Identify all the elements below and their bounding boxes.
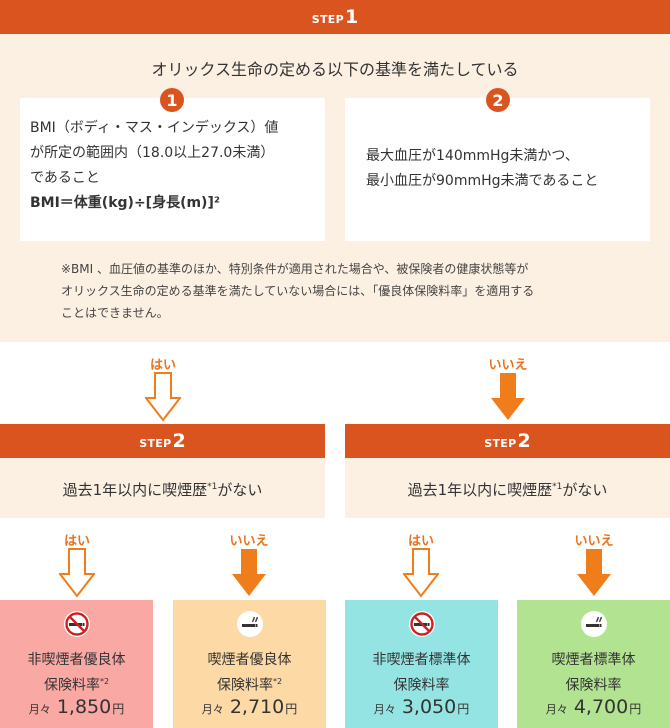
note-line: ※BMI 、血圧値の基準のほか、特別条件が適用された場合や、被保険者の健康状態等… xyxy=(61,262,529,276)
result-card: 喫煙者標準体 保険料率 月々 4,700円 xyxy=(517,600,670,728)
note-line: オリックス生命の定める基準を満たしていない場合には、「優良体保険料率」を適用する xyxy=(61,284,535,298)
smoking-icon xyxy=(580,611,607,637)
criterion-1-text: BMI（ボディ・マス・インデックス）値 が所定の範囲内（18.0以上27.0未満… xyxy=(30,116,278,216)
hollow-down-arrow-icon xyxy=(59,548,95,598)
result-name: 非喫煙者標準体 保険料率 xyxy=(372,652,471,694)
step2-number: 2 xyxy=(517,430,531,452)
criterion-1-badge: 1 xyxy=(160,88,184,112)
solid-down-arrow-icon xyxy=(577,549,611,596)
answer-yes-label: はい xyxy=(407,534,434,549)
step2-number: 2 xyxy=(172,430,186,452)
step1-headline: オリックス生命の定める以下の基準を満たしている xyxy=(151,60,519,79)
criterion-2-line: 最小血圧が90mmHg未満であること xyxy=(366,173,599,189)
criterion-2-text: 最大血圧が140mmHg未満かつ、 最小血圧が90mmHg未満であること xyxy=(366,144,598,194)
result-price: 月々 1,850円 xyxy=(28,696,125,718)
criterion-1-line: BMI（ボディ・マス・インデックス）値 xyxy=(30,120,279,136)
smoking-condition: 過去1年以内に喫煙歴*1がない xyxy=(62,481,263,499)
step1-number: 1 xyxy=(344,6,359,28)
result-name: 非喫煙者優良体 保険料率*2 xyxy=(27,652,126,694)
result-price: 月々 3,050円 xyxy=(373,696,470,718)
hollow-down-arrow-icon xyxy=(145,372,181,422)
answer-no-label: いいえ xyxy=(488,358,528,373)
criterion-1-line: であること xyxy=(30,170,100,186)
step2-right-bar: STEP 2 xyxy=(345,424,670,458)
criterion-2-line: 最大血圧が140mmHg未満かつ、 xyxy=(366,148,579,164)
criterion-1-card: BMI（ボディ・マス・インデックス）値 が所定の範囲内（18.0以上27.0未満… xyxy=(20,98,325,241)
hollow-down-arrow-icon xyxy=(403,548,439,598)
bmi-formula: BMI＝体重(kg)÷[身長(m)]² xyxy=(30,195,220,211)
solid-down-arrow-icon xyxy=(232,549,266,596)
criterion-2-badge: 2 xyxy=(486,88,510,112)
answer-no-label: いいえ xyxy=(574,534,614,549)
step2-left-bar: STEP 2 xyxy=(0,424,325,458)
step1-bar: STEP 1 xyxy=(0,0,670,34)
answer-no-label: いいえ xyxy=(229,534,269,549)
result-price: 月々 2,710円 xyxy=(201,696,298,718)
step2-right-panel: 過去1年以内に喫煙歴*1がない xyxy=(345,458,670,518)
result-price: 月々 4,700円 xyxy=(545,696,642,718)
result-card: 喫煙者優良体 保険料率*2 月々 2,710円 xyxy=(173,600,326,728)
criterion-2-card: 最大血圧が140mmHg未満かつ、 最小血圧が90mmHg未満であること xyxy=(345,98,650,241)
smoking-condition: 過去1年以内に喫煙歴*1がない xyxy=(407,481,608,499)
result-card: 非喫煙者標準体 保険料率 月々 3,050円 xyxy=(345,600,498,728)
step2-label: STEP xyxy=(139,436,172,450)
step1-note: ※BMI 、血圧値の基準のほか、特別条件が適用された場合や、被保険者の健康状態等… xyxy=(61,258,534,324)
note-line: ことはできません。 xyxy=(61,306,169,320)
step2-left-panel: 過去1年以内に喫煙歴*1がない xyxy=(0,458,325,518)
no-smoking-icon xyxy=(408,611,435,637)
criterion-1-line: が所定の範囲内（18.0以上27.0未満） xyxy=(30,145,275,161)
answer-yes-label: はい xyxy=(63,534,90,549)
result-name: 喫煙者標準体 保険料率 xyxy=(551,652,636,694)
result-card: 非喫煙者優良体 保険料率*2 月々 1,850円 xyxy=(0,600,153,728)
solid-down-arrow-icon xyxy=(491,373,525,420)
step2-label: STEP xyxy=(484,436,517,450)
no-smoking-icon xyxy=(63,611,90,637)
smoking-icon xyxy=(236,611,263,637)
answer-yes-label: はい xyxy=(149,358,176,373)
result-name: 喫煙者優良体 保険料率*2 xyxy=(207,652,292,694)
step1-label: STEP xyxy=(311,12,344,26)
